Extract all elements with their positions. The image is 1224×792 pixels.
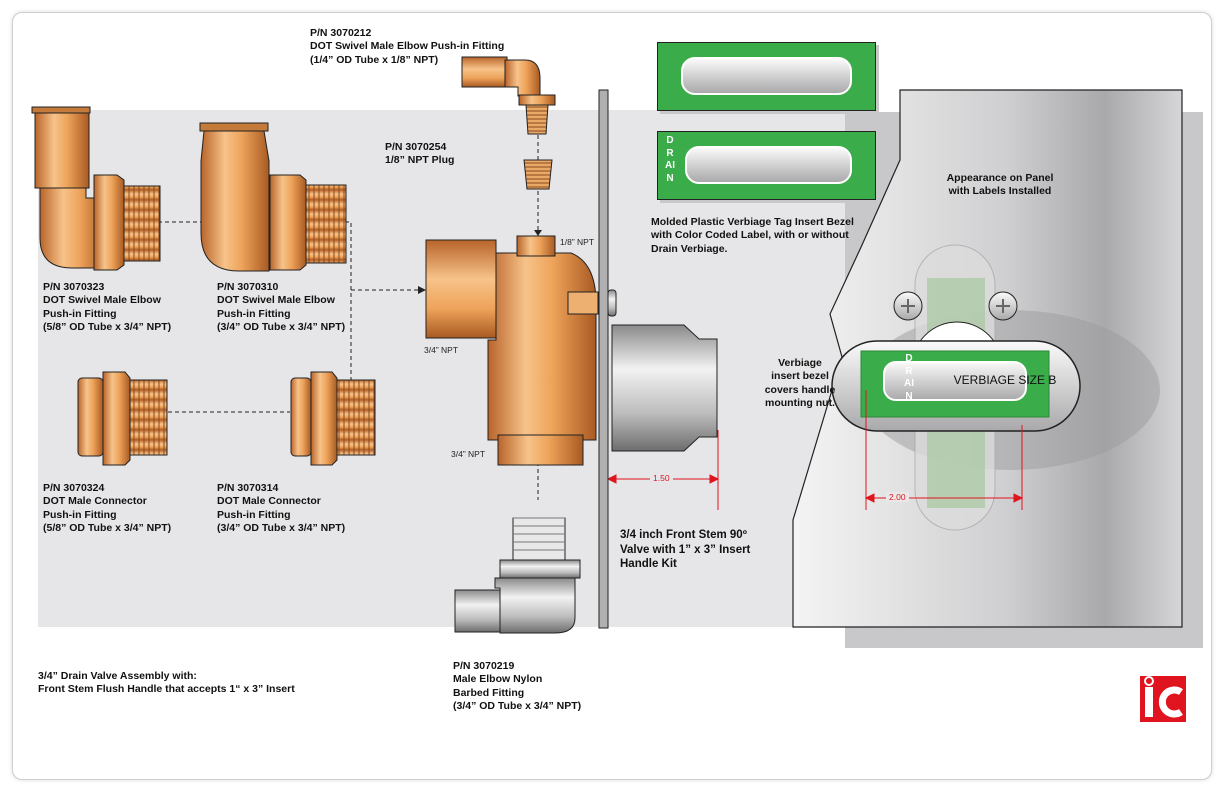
bezel-line-2: with Color Coded Label, with or without bbox=[651, 229, 849, 242]
part-name: DOT Swivel Male Elbow bbox=[43, 294, 161, 307]
part-name: DOT Male Connector bbox=[217, 495, 321, 508]
drain-valve-body bbox=[425, 235, 617, 466]
part-name: 1/8” NPT Plug bbox=[385, 154, 455, 167]
panel-line-1: Appearance on Panel bbox=[946, 172, 1054, 184]
bezel-line-1: Molded Plastic Verbiage Tag Insert Bezel bbox=[651, 216, 854, 228]
part-name-2: Barbed Fitting bbox=[453, 686, 525, 699]
assembly-line-2: Front Stem Flush Handle that accepts 1“ … bbox=[38, 683, 295, 696]
part-spec: (3/4” OD Tube x 3/4” NPT) bbox=[217, 521, 346, 534]
verbiage-label: VERBIAGE SIZE B bbox=[953, 373, 1057, 387]
front-stem-handle bbox=[611, 324, 718, 452]
part-spec: (5/8” OD Tube x 3/4” NPT) bbox=[43, 320, 172, 333]
valve-line-2: Valve with 1” x 3” Insert bbox=[620, 543, 751, 556]
company-logo bbox=[1140, 676, 1186, 722]
note-line-1: Verbiage bbox=[778, 357, 822, 369]
assembly-line-1: 3/4” Drain Valve Assembly with: bbox=[38, 670, 197, 682]
label-3070219: P/N 3070219 Male Elbow Nylon Barbed Fitt… bbox=[453, 660, 581, 713]
valve-line-3: Handle Kit bbox=[620, 558, 677, 570]
mounting-plate bbox=[598, 89, 609, 629]
part-number: P/N 3070310 bbox=[217, 281, 279, 293]
fitting-3070323 bbox=[31, 106, 161, 271]
fitting-3070324 bbox=[77, 371, 168, 466]
part-name-2: Push-in Fitting bbox=[217, 508, 291, 521]
bezel-line-3: Drain Verbiage. bbox=[651, 242, 728, 255]
port-label-side: 3/4” NPT bbox=[424, 345, 459, 355]
fitting-3070219 bbox=[454, 517, 581, 634]
label-3070324: P/N 3070324 DOT Male Connector Push-in F… bbox=[43, 482, 171, 535]
note-line-2: insert bezel bbox=[771, 370, 829, 383]
bezel-tag-drain: DRAIN bbox=[657, 131, 876, 200]
bezel-description: Molded Plastic Verbiage Tag Insert Bezel… bbox=[651, 216, 854, 256]
part-number: P/N 3070324 bbox=[43, 482, 105, 494]
part-spec: (1/4” OD Tube x 1/8” NPT) bbox=[310, 53, 439, 66]
fitting-3070310 bbox=[199, 122, 347, 272]
note-line-3: covers handle bbox=[764, 383, 836, 396]
bezel-tag-plain bbox=[657, 42, 876, 111]
part-name-2: Push-in Fitting bbox=[43, 307, 117, 320]
note-line-4: mounting nut. bbox=[765, 396, 835, 409]
part-number: P/N 3070314 bbox=[217, 482, 279, 494]
fitting-3070212 bbox=[461, 56, 556, 135]
part-number: P/N 3070212 bbox=[310, 27, 372, 39]
valve-caption: 3/4 inch Front Stem 90º Valve with 1” x … bbox=[620, 528, 750, 572]
part-spec: (3/4” OD Tube x 3/4” NPT) bbox=[217, 320, 346, 333]
label-3070323: P/N 3070323 DOT Swivel Male Elbow Push-i… bbox=[43, 281, 171, 334]
drain-vertical-text: DRAIN bbox=[665, 135, 675, 184]
part-spec: (5/8” OD Tube x 3/4” NPT) bbox=[43, 521, 172, 534]
fitting-3070314 bbox=[290, 371, 376, 466]
label-3070314: P/N 3070314 DOT Male Connector Push-in F… bbox=[217, 482, 345, 535]
plug-3070254 bbox=[523, 159, 553, 190]
part-name: Male Elbow Nylon bbox=[453, 673, 543, 686]
part-name-2: Push-in Fitting bbox=[217, 307, 291, 320]
label-3070212: P/N 3070212 DOT Swivel Male Elbow Push-i… bbox=[310, 27, 504, 67]
part-number: P/N 3070323 bbox=[43, 281, 105, 293]
label-3070310: P/N 3070310 DOT Swivel Male Elbow Push-i… bbox=[217, 281, 345, 334]
port-label-bottom: 3/4” NPT bbox=[451, 449, 486, 459]
panel-handle-assembly bbox=[831, 244, 1160, 531]
panel-drain-vertical-text: DRAIN bbox=[904, 353, 914, 402]
label-3070254: P/N 3070254 1/8” NPT Plug bbox=[385, 141, 454, 168]
part-name-2: Push-in Fitting bbox=[43, 508, 117, 521]
part-name: DOT Male Connector bbox=[43, 495, 147, 508]
panel-line-2: with Labels Installed bbox=[948, 185, 1052, 198]
assembly-caption: 3/4” Drain Valve Assembly with: Front St… bbox=[38, 670, 295, 697]
dimension-stem: 1.50 bbox=[650, 473, 673, 483]
port-label-top: 1/8” NPT bbox=[560, 237, 595, 247]
part-number: P/N 3070219 bbox=[453, 660, 515, 672]
part-number: P/N 3070254 bbox=[385, 141, 447, 153]
part-name: DOT Swivel Male Elbow bbox=[217, 294, 335, 307]
dimension-bezel: 2.00 bbox=[886, 492, 909, 502]
bezel-note: Verbiage insert bezel covers handle moun… bbox=[745, 357, 855, 410]
valve-line-1: 3/4 inch Front Stem 90º bbox=[620, 529, 747, 541]
part-name: DOT Swivel Male Elbow Push-in Fitting bbox=[310, 40, 505, 53]
panel-caption: Appearance on Panel with Labels Installe… bbox=[935, 172, 1065, 199]
part-spec: (3/4” OD Tube x 3/4” NPT) bbox=[453, 699, 582, 712]
